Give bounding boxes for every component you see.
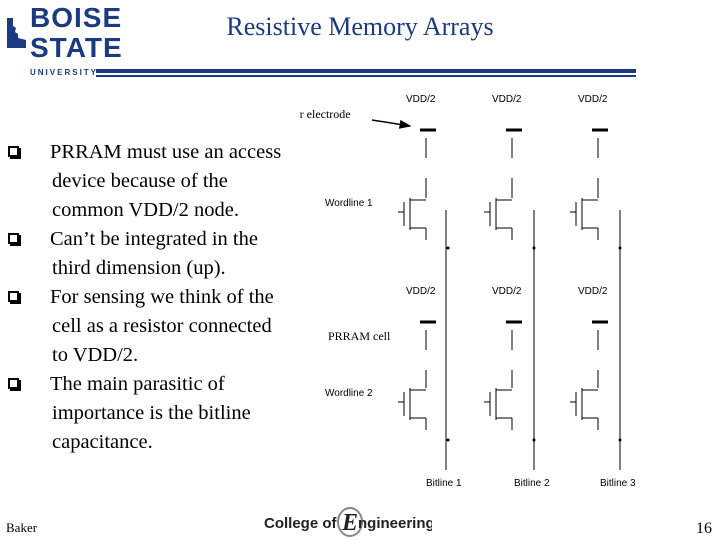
callout-silver-electrode: Silver electrode [300,107,351,121]
bullet-text-line: Can’t be integrated in the [50,228,258,250]
bitline-label: Bitline 2 [514,478,550,489]
logo-line2: STATE [30,32,123,63]
wordline-label: Wordline 2 [325,388,373,399]
bullet-text-line: device because of the [52,170,228,192]
bullet-box-icon [8,233,19,244]
vdd-label: VDD/2 [492,286,522,297]
bullet-box-icon [8,291,19,302]
logo-prefix: College of [264,515,338,532]
vdd-label: VDD/2 [406,286,436,297]
logo-letter: E [341,510,358,536]
bullet-text-line: to VDD/2. [52,344,139,366]
bullet-box-icon [8,146,19,157]
node-dot [446,246,450,250]
bullet-text-line: common VDD/2 node. [52,199,239,221]
vdd-label: VDD/2 [578,286,608,297]
header-rule [96,69,636,73]
bitline-label: Bitline 1 [426,478,462,489]
bullet-text-line: For sensing we think of the [50,286,274,308]
slide-title: Resistive Memory Arrays [226,12,494,41]
vdd-label: VDD/2 [406,94,436,105]
bullet-text-line: cell as a resistor connected [52,315,272,337]
college-of-engineering-logo: College of E ngineering [264,507,432,537]
callout-arrow [371,119,412,129]
logo-line1: BOISE [30,2,123,33]
bullet-list: PRRAM must use an access device because o… [8,138,338,457]
page-number: 16 [696,520,712,537]
vdd-label: VDD/2 [492,94,522,105]
bullet-text-line: The main parasitic of [50,373,225,395]
bullet-item: The main parasitic of importance is the b… [8,370,338,457]
bullet-text-line: third dimension (up). [52,257,226,279]
bullet-item: PRRAM must use an access device because o… [8,138,338,225]
author-label: Baker [6,520,38,535]
bullet-item: Can’t be integrated in the third dimensio… [8,225,338,283]
bullet-item: For sensing we think of the cell as a res… [8,283,338,370]
bullet-box-icon [8,378,19,389]
callout-prram-cell: PRRAM cell [328,329,391,343]
vdd-label: VDD/2 [578,94,608,105]
bitline-label: Bitline 3 [600,478,636,489]
node-dot [446,438,450,442]
logo-line3: UNIVERSITY [30,68,99,77]
bullet-text-line: PRRAM must use an access [50,141,282,163]
bullet-text-line: importance is the bitline [52,402,251,424]
wordline-label: Wordline 1 [325,198,373,209]
bullet-text-line: capacitance. [52,431,153,453]
header-rule-thin [96,75,636,77]
idaho-state-icon [7,18,26,48]
logo-suffix: ngineering [358,515,432,532]
logo-ring-icon [337,507,363,537]
boise-state-logo: BOISE STATE UNIVERSITY [4,4,122,80]
